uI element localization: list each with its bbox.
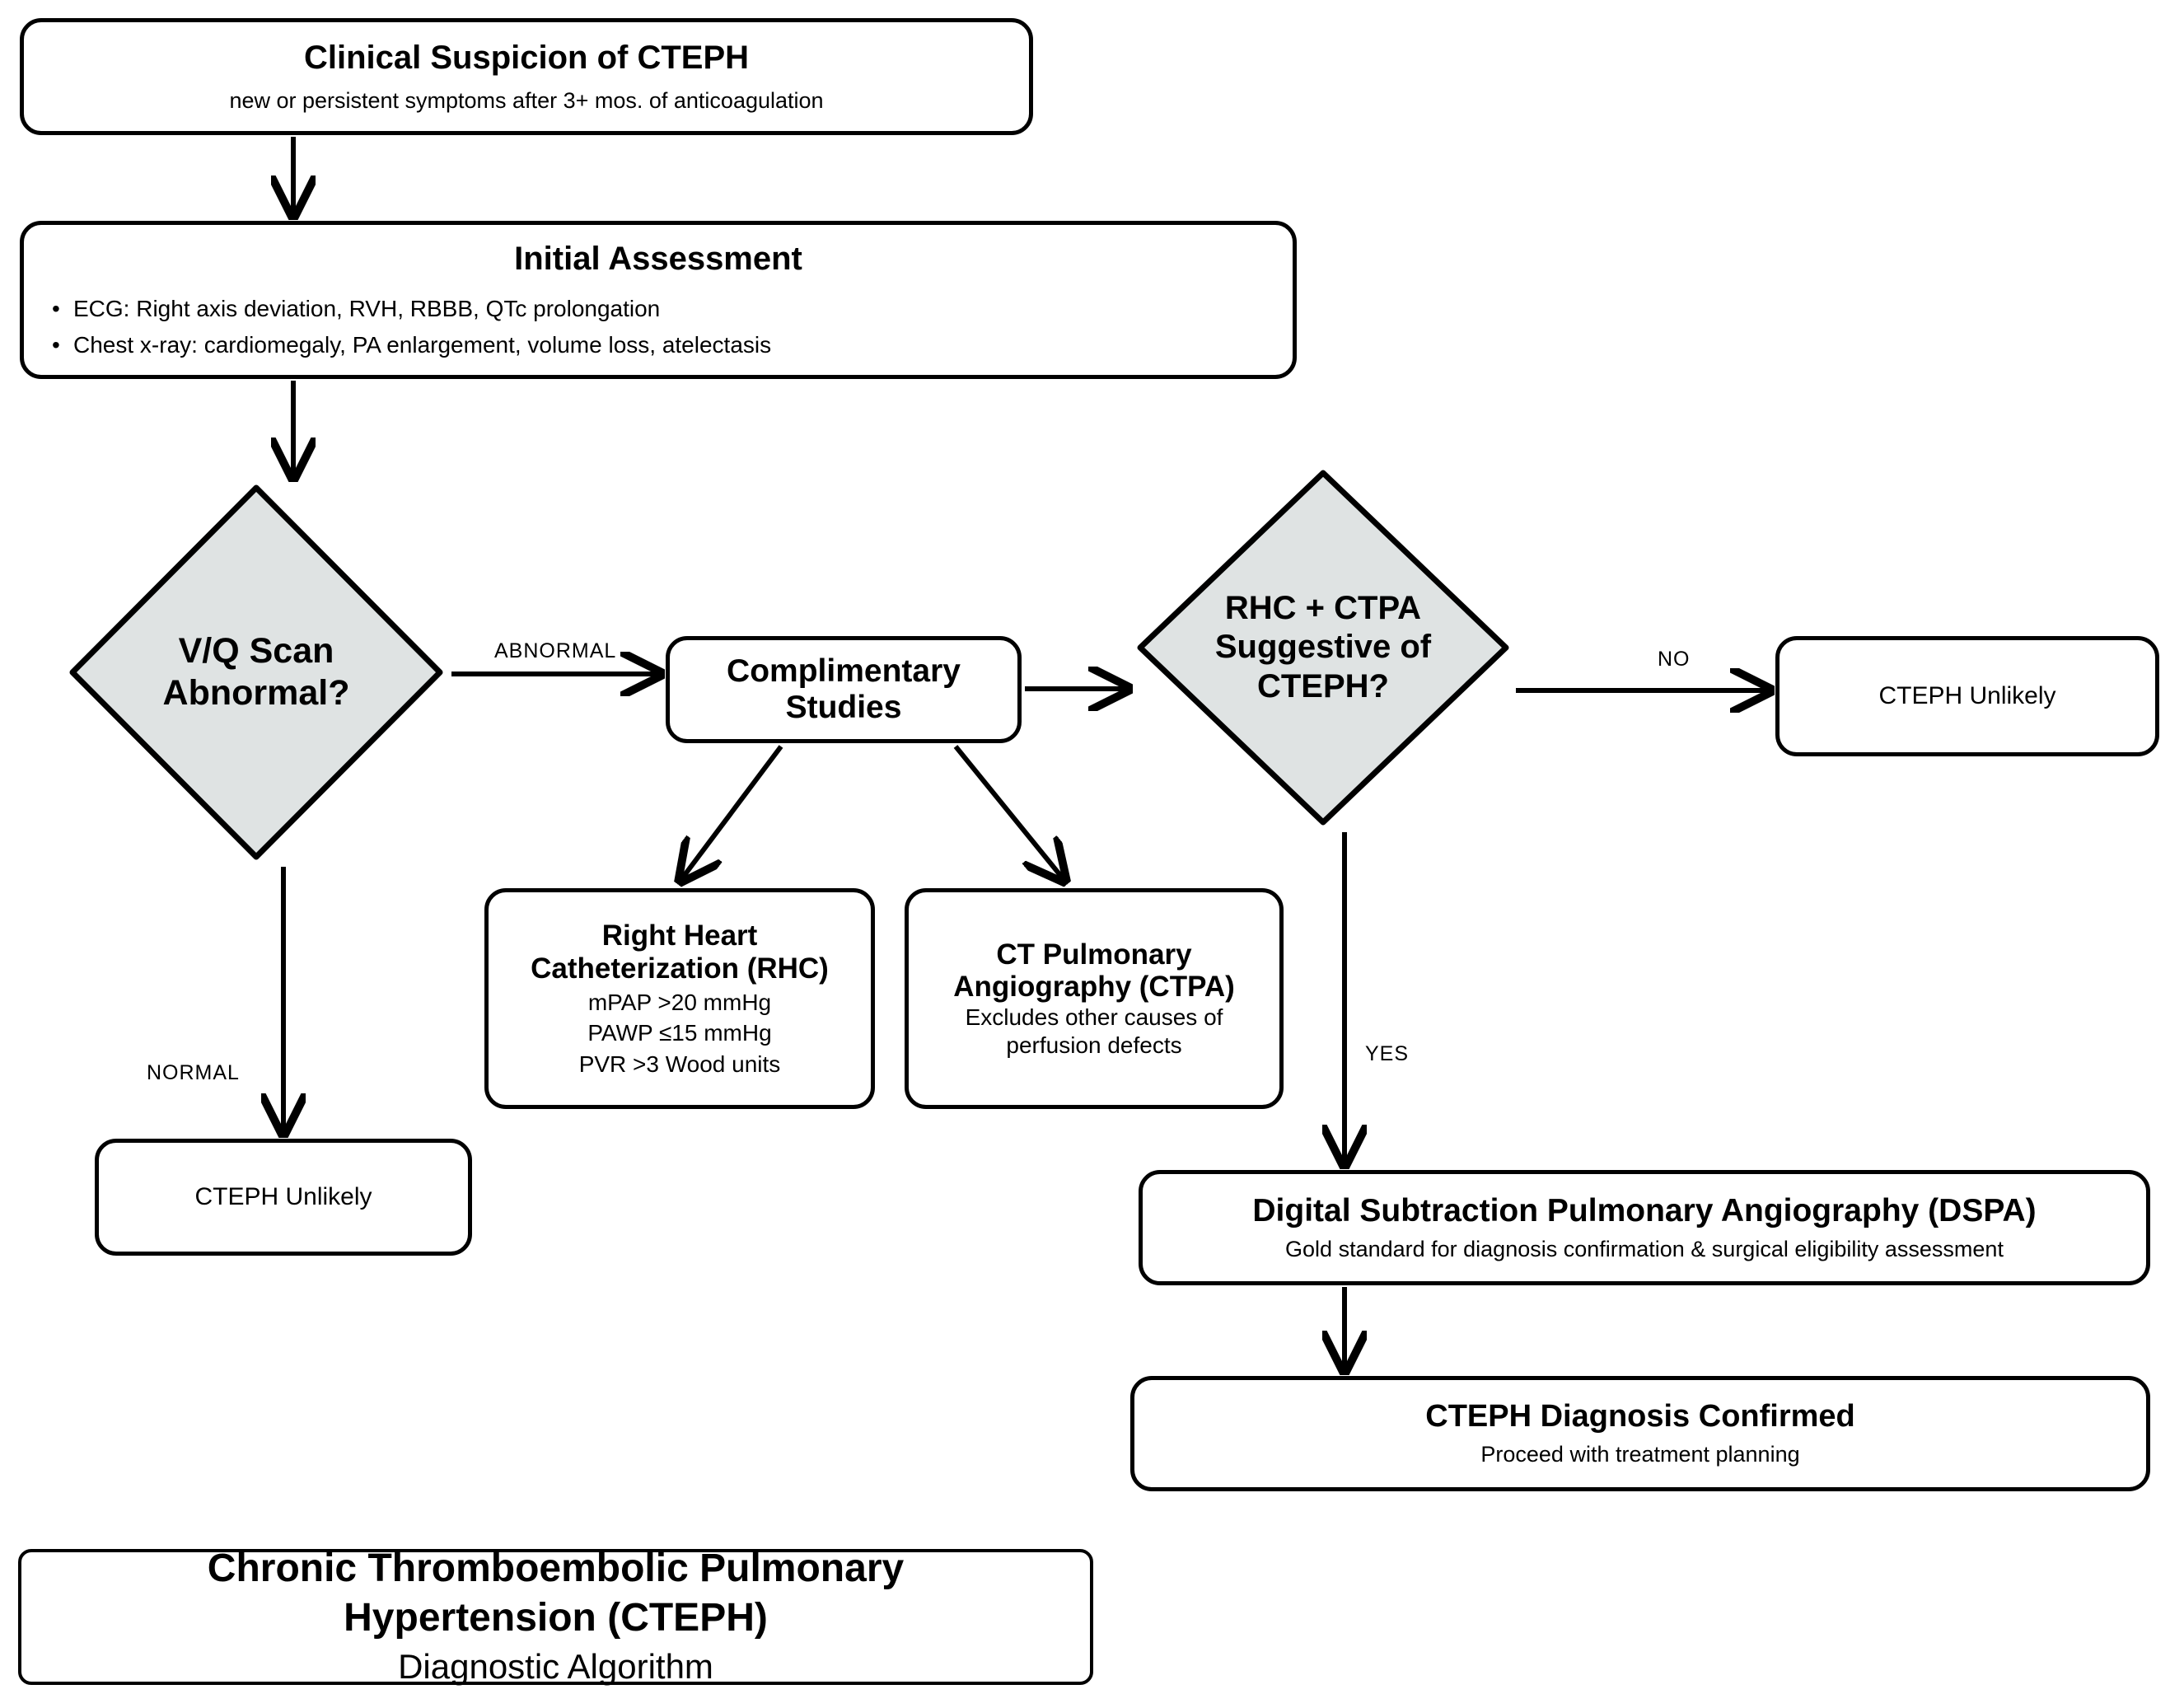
diagram-title-line1: Chronic Thromboembolic Pulmonary: [207, 1546, 905, 1590]
clinical-suspicion-title: Clinical Suspicion of CTEPH: [303, 40, 750, 76]
node-cteph-unlikely-right[interactable]: CTEPH Unlikely: [1775, 636, 2159, 756]
initial-assessment-bullet-list: ECG: Right axis deviation, RVH, RBBB, QT…: [24, 291, 1293, 363]
decision-vq-scan-abnormal[interactable]: V/Q Scan Abnormal?: [66, 481, 447, 863]
decision-rhc-ctpa-suggestive[interactable]: RHC + CTPA Suggestive of CTEPH?: [1134, 466, 1513, 829]
diagram-title-card: Chronic Thromboembolic Pulmonary Hyperte…: [18, 1546, 1093, 1687]
complimentary-studies-line1: Complimentary: [727, 653, 961, 689]
edge-label-yes: YES: [1365, 1042, 1410, 1065]
node-complimentary-studies[interactable]: Complimentary Studies: [666, 636, 1022, 743]
confirmed-subtitle: Proceed with treatment planning: [1480, 1442, 1800, 1467]
diagram-title-line2: Hypertension (CTEPH): [344, 1596, 768, 1640]
ctpa-line2: Angiography (CTPA): [953, 971, 1235, 1004]
list-item: ECG: Right axis deviation, RVH, RBBB, QT…: [52, 291, 1293, 326]
node-initial-assessment[interactable]: Initial Assessment ECG: Right axis devia…: [20, 221, 1297, 379]
rhc-detail-pvr: PVR >3 Wood units: [578, 1051, 781, 1077]
dspa-title: Digital Subtraction Pulmonary Angiograph…: [1252, 1192, 2037, 1228]
list-item: Chest x-ray: cardiomegaly, PA enlargemen…: [52, 327, 1293, 363]
initial-assessment-title: Initial Assessment: [514, 240, 802, 277]
node-digital-subtraction-pulmonary-angiography[interactable]: Digital Subtraction Pulmonary Angiograph…: [1139, 1170, 2150, 1285]
ctpa-detail-line2: perfusion defects: [1006, 1032, 1182, 1058]
cteph-unlikely-left-label: CTEPH Unlikely: [194, 1183, 372, 1210]
rhc-detail-pawp: PAWP ≤15 mmHg: [587, 1020, 772, 1046]
clinical-suspicion-subtitle: new or persistent symptoms after 3+ mos.…: [229, 87, 824, 113]
edge-label-abnormal: ABNORMAL: [494, 639, 617, 662]
rhc-line1: Right Heart: [601, 919, 758, 952]
node-clinical-suspicion[interactable]: Clinical Suspicion of CTEPH new or persi…: [20, 18, 1033, 135]
rhc-detail-mpap: mPAP >20 mmHg: [587, 989, 772, 1015]
node-cteph-unlikely-left[interactable]: CTEPH Unlikely: [95, 1139, 472, 1256]
ctpa-line1: CT Pulmonary: [996, 938, 1192, 971]
diamond-shape: [69, 484, 443, 860]
edge-complimentary-to-rhc: [682, 745, 783, 878]
edge-label-no: NO: [1658, 648, 1691, 671]
confirmed-title: CTEPH Diagnosis Confirmed: [1425, 1399, 1855, 1434]
rhc-line2: Catheterization (RHC): [531, 952, 829, 985]
node-cteph-diagnosis-confirmed[interactable]: CTEPH Diagnosis Confirmed Proceed with t…: [1130, 1376, 2150, 1491]
diagram-title-line3: Diagnostic Algorithm: [398, 1647, 713, 1687]
dspa-subtitle: Gold standard for diagnosis confirmation…: [1285, 1237, 2004, 1262]
node-right-heart-catheterization[interactable]: Right Heart Catheterization (RHC) mPAP >…: [484, 888, 875, 1109]
node-ct-pulmonary-angiography[interactable]: CT Pulmonary Angiography (CTPA) Excludes…: [905, 888, 1284, 1109]
diamond-shape: [1137, 470, 1509, 826]
cteph-unlikely-right-label: CTEPH Unlikely: [1878, 682, 2056, 709]
ctpa-detail-line1: Excludes other causes of: [965, 1004, 1223, 1031]
complimentary-studies-line2: Studies: [785, 690, 902, 725]
edge-complimentary-to-ctpa: [953, 745, 1063, 878]
edge-label-normal: NORMAL: [147, 1061, 240, 1084]
